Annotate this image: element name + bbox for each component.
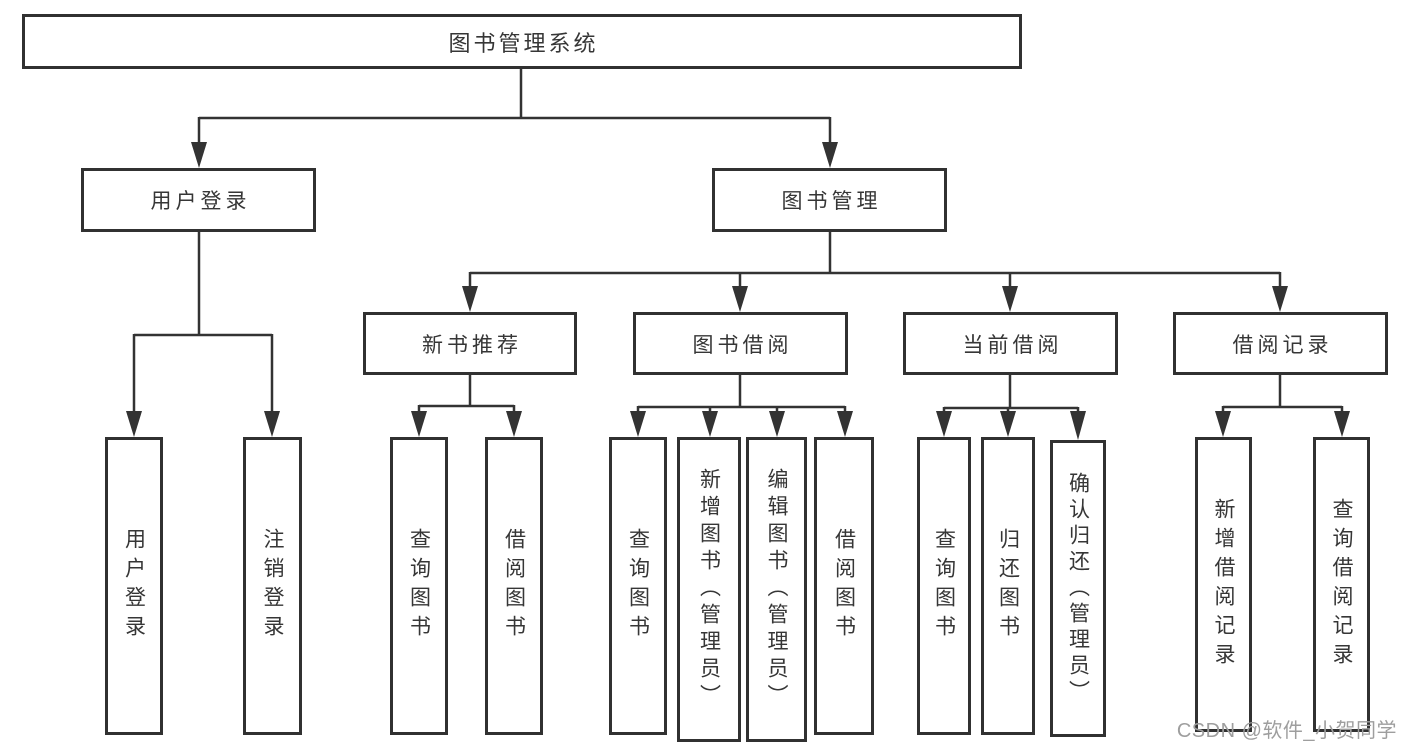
node-leaf-return-books: 归还图书 [981,437,1035,735]
node-book-borrow: 图书借阅 [633,312,848,375]
node-leaf-query-books-2-label: 查询图书 [626,528,650,644]
connector-book-management-children [468,232,1282,288]
node-leaf-user-login: 用户登录 [105,437,163,735]
node-leaf-borrow-books-1: 借阅图书 [485,437,543,735]
node-leaf-add-borrow-record-label: 新增借阅记录 [1212,497,1235,672]
node-user-login: 用户登录 [81,168,316,232]
node-leaf-user-login-label: 用户登录 [122,528,146,644]
node-leaf-borrow-books-2: 借阅图书 [814,437,874,735]
node-leaf-query-borrow-record: 查询借阅记录 [1313,437,1370,732]
node-leaf-query-borrow-record-label: 查询借阅记录 [1330,497,1353,672]
connector-new-books-children [417,375,516,413]
node-leaf-query-books-3: 查询图书 [917,437,971,735]
node-leaf-confirm-return-admin: 确认归还（管理员） [1050,440,1106,737]
node-leaf-confirm-return-admin-label: 确认归还（管理员） [1066,471,1090,706]
node-leaf-add-books-admin: 新增图书（管理员） [677,437,741,742]
csdn-watermark: CSDN @软件_小贺同学 [1176,720,1397,742]
connector-root-to-level2 [197,69,832,145]
node-current-borrow: 当前借阅 [903,312,1118,375]
node-leaf-query-books-1: 查询图书 [390,437,448,735]
node-leaf-edit-books-admin: 编辑图书（管理员） [746,437,807,742]
node-leaf-query-books-3-label: 查询图书 [932,528,956,644]
node-leaf-query-books-2: 查询图书 [609,437,667,735]
node-new-book-recommend: 新书推荐 [363,312,577,375]
connector-current-borrow-children [942,375,1080,413]
node-root-label: 图书管理系统 [448,30,599,56]
arrowheads [126,142,1350,440]
node-leaf-add-books-admin-label: 新增图书（管理员） [697,468,721,711]
node-leaf-logout-label: 注销登录 [261,528,284,644]
node-current-borrow-label: 当前借阅 [962,333,1063,357]
node-book-management-label: 图书管理 [781,190,882,213]
node-leaf-borrow-books-2-label: 借阅图书 [832,528,856,644]
node-user-login-label: 用户登录 [150,190,251,213]
connector-book-borrow-children [636,375,847,413]
connector-user-login-children [132,232,274,413]
node-borrow-records: 借阅记录 [1173,312,1388,375]
node-leaf-borrow-books-1-label: 借阅图书 [502,528,526,644]
node-book-management: 图书管理 [712,168,947,232]
node-root: 图书管理系统 [22,14,1022,69]
node-leaf-logout: 注销登录 [243,437,302,735]
node-book-borrow-label: 图书借阅 [692,333,793,357]
node-borrow-records-label: 借阅记录 [1232,333,1333,357]
connector-borrow-records-children [1221,375,1344,413]
node-new-book-recommend-label: 新书推荐 [422,333,522,357]
node-leaf-add-borrow-record: 新增借阅记录 [1195,437,1252,732]
node-leaf-query-books-1-label: 查询图书 [407,528,431,644]
node-leaf-return-books-label: 归还图书 [996,528,1020,644]
node-leaf-edit-books-admin-label: 编辑图书（管理员） [765,468,788,711]
